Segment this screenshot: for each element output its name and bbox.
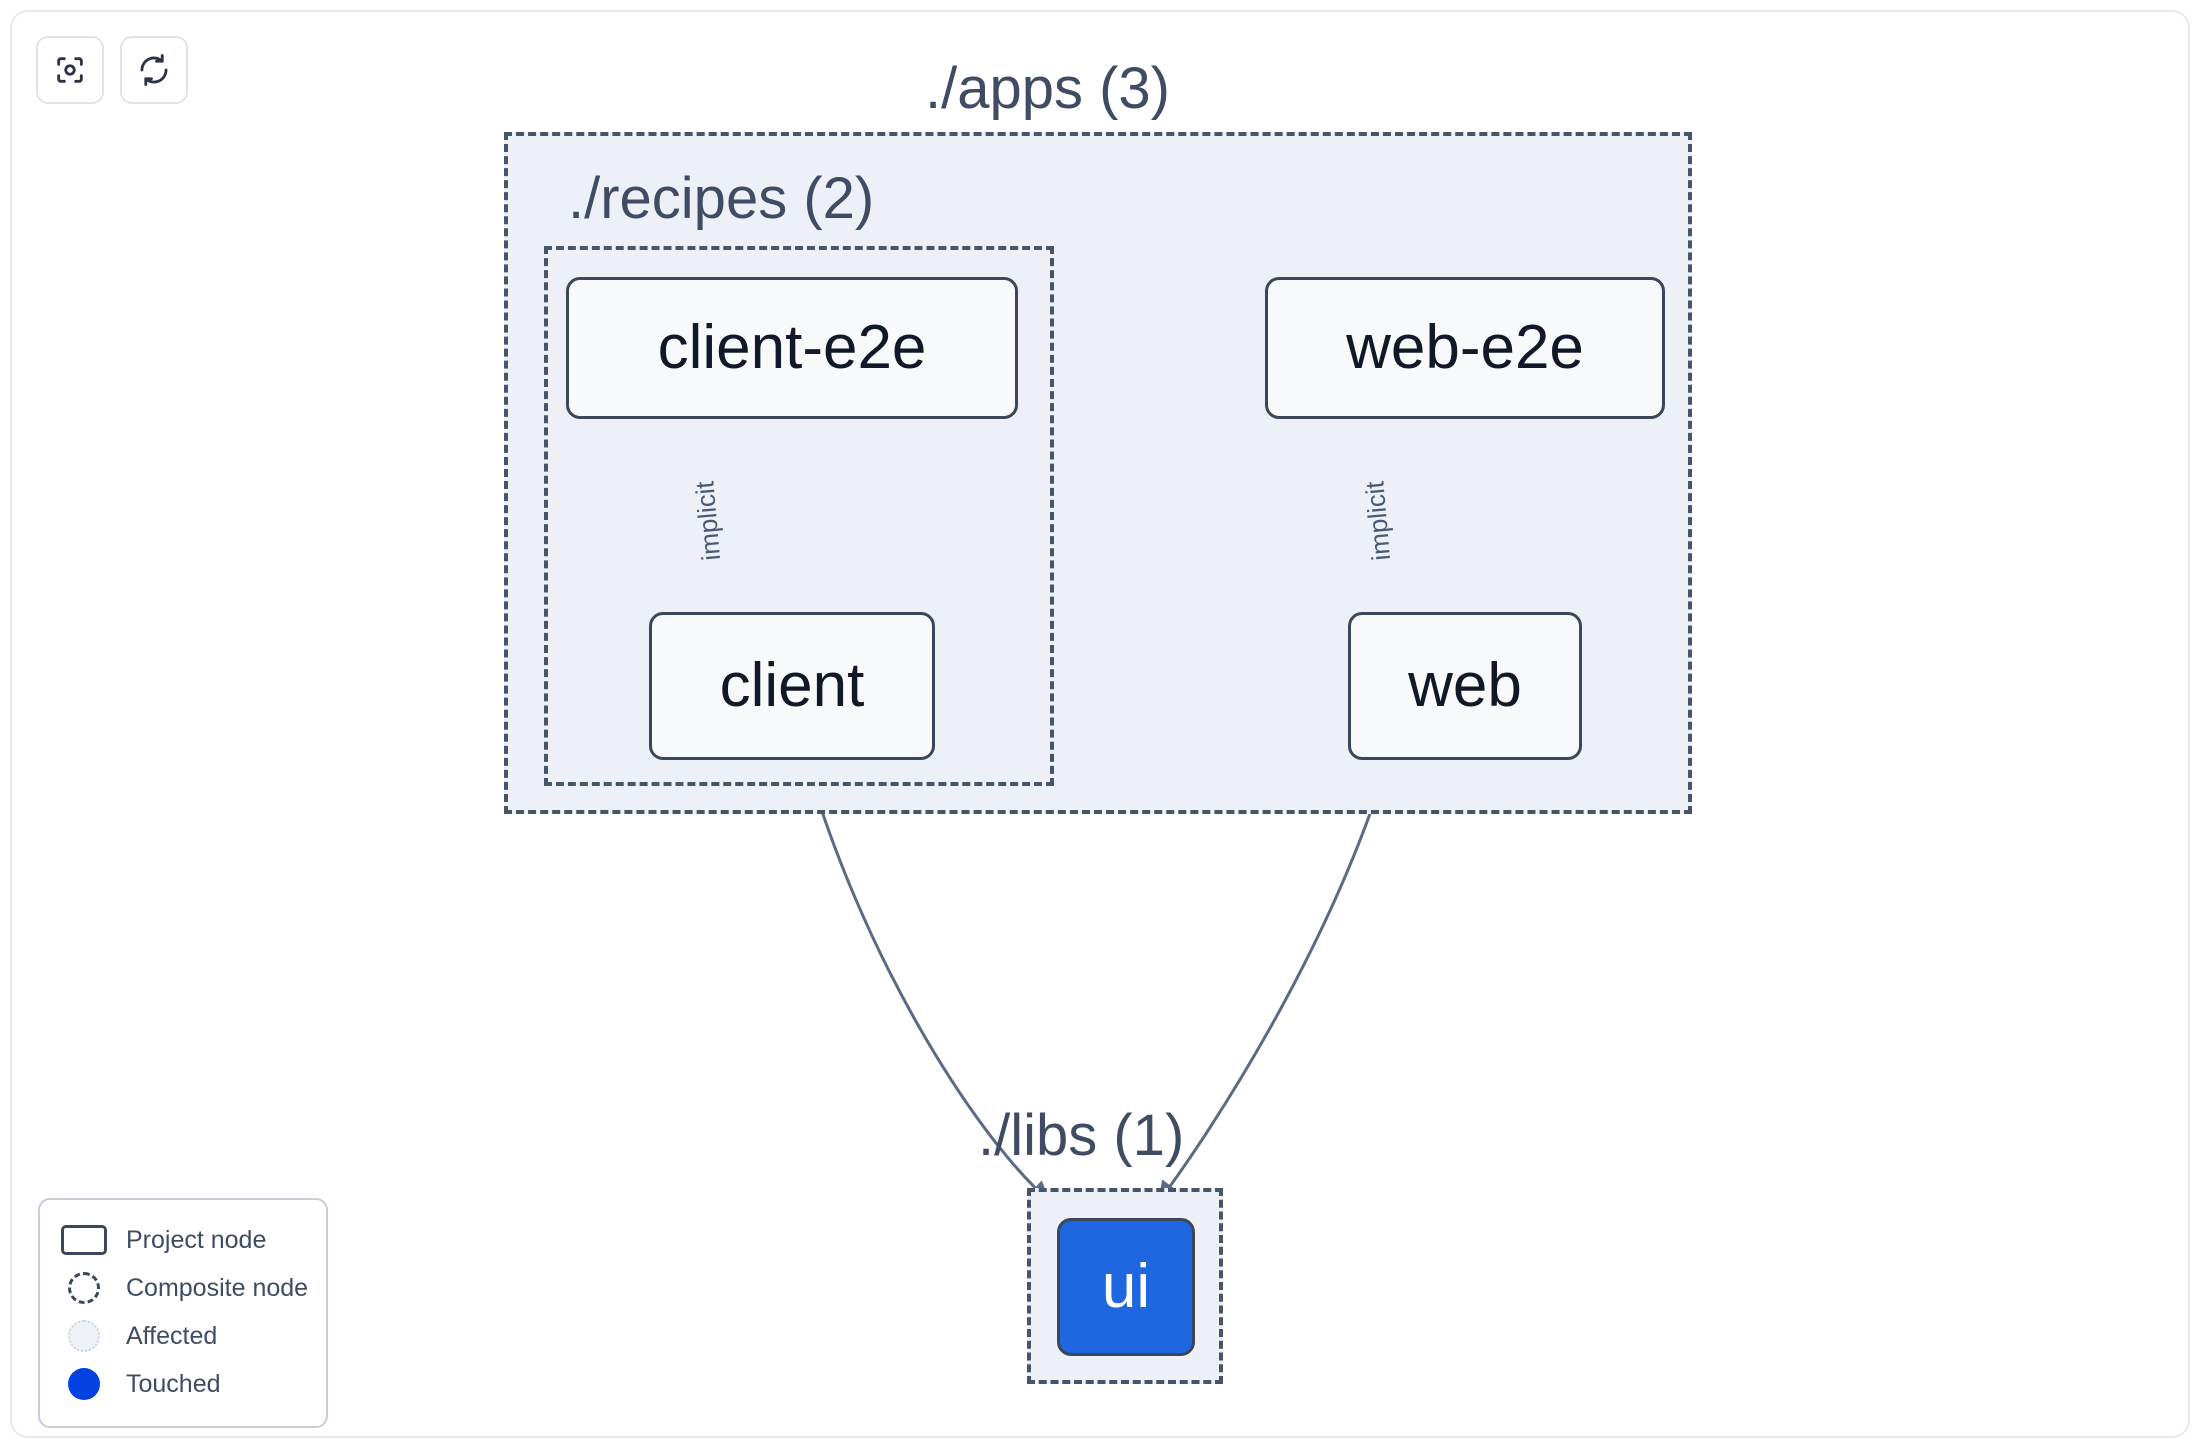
node-client-e2e[interactable]: client-e2e xyxy=(566,277,1018,419)
refresh-graph-button[interactable] xyxy=(120,36,188,104)
legend-label: Composite node xyxy=(126,1273,309,1302)
group-apps-label: ./apps (3) xyxy=(925,56,1170,121)
legend-label: Project node xyxy=(126,1225,267,1254)
edge-label-client-e2e-to-client: implicit xyxy=(689,480,727,562)
graph-toolbar xyxy=(36,36,188,104)
graph-legend: Project node Composite node Affected Tou… xyxy=(38,1198,328,1428)
node-web[interactable]: web xyxy=(1348,612,1582,760)
legend-item-touched: Touched xyxy=(58,1360,308,1408)
legend-label: Touched xyxy=(126,1369,221,1398)
node-web-e2e[interactable]: web-e2e xyxy=(1265,277,1665,419)
legend-label: Affected xyxy=(126,1321,218,1350)
focus-target-icon xyxy=(53,53,87,87)
focus-graph-button[interactable] xyxy=(36,36,104,104)
node-client[interactable]: client xyxy=(649,612,935,760)
node-ui[interactable]: ui xyxy=(1057,1218,1195,1356)
group-recipes-label: ./recipes (2) xyxy=(568,166,875,231)
edge-label-web-e2e-to-web: implicit xyxy=(1359,480,1397,562)
legend-item-project-node: Project node xyxy=(58,1216,308,1264)
affected-swatch xyxy=(58,1320,110,1352)
composite-node-swatch xyxy=(58,1272,110,1304)
refresh-icon xyxy=(137,53,171,87)
legend-item-affected: Affected xyxy=(58,1312,308,1360)
group-libs-label: ./libs (1) xyxy=(978,1103,1185,1168)
touched-swatch xyxy=(58,1368,110,1400)
legend-item-composite-node: Composite node xyxy=(58,1264,308,1312)
project-node-swatch xyxy=(58,1225,110,1255)
